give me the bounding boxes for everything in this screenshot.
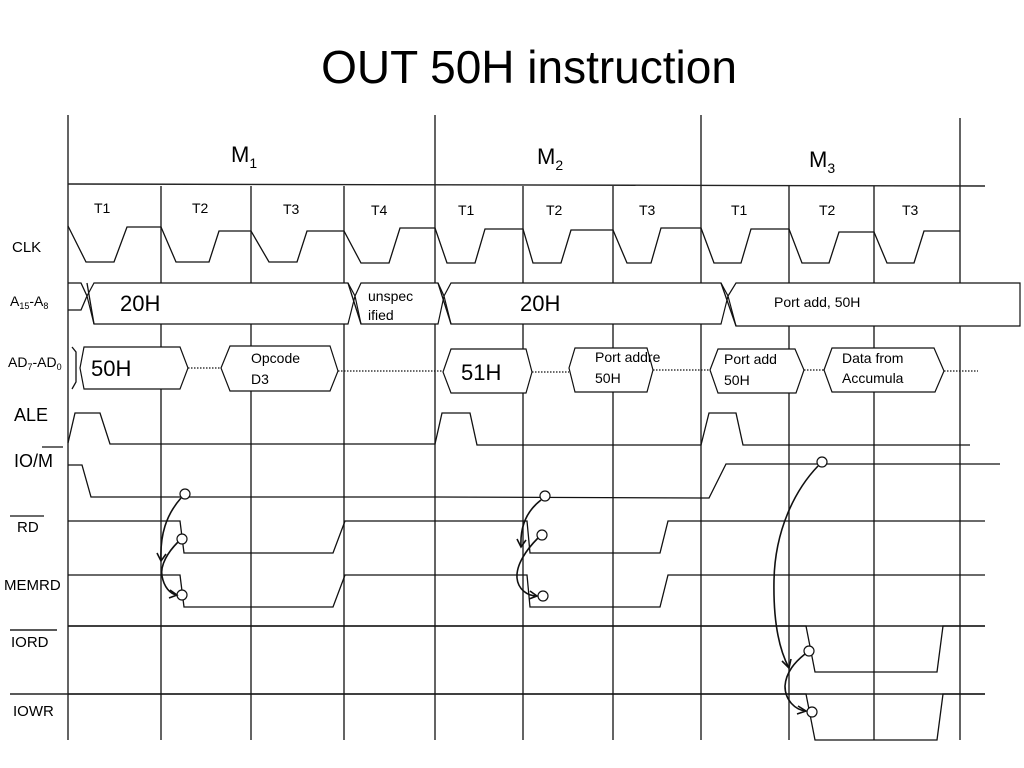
addr-data-prev — [71, 346, 77, 390]
io-m-waveform — [68, 463, 1000, 499]
t-state-label: T3 — [902, 202, 919, 218]
addr-data-value: 50H — [91, 356, 131, 381]
addr-high-cross — [347, 282, 362, 325]
addr-data-value: 50H — [724, 372, 750, 388]
addr-data-value: Opcode — [251, 350, 300, 366]
t-state-label: T2 — [546, 202, 563, 218]
diagram-title: OUT 50H instruction — [321, 41, 737, 93]
causality-arrows-m3 — [773, 456, 828, 718]
arrow-head — [781, 658, 792, 670]
t-state-label: T1 — [458, 202, 475, 218]
event-marker — [179, 488, 191, 500]
addr-high-prev — [68, 282, 88, 311]
signal-label-iord: IORD — [11, 634, 49, 651]
addr-high-bus-segment — [443, 282, 729, 325]
arrow-path — [160, 497, 182, 561]
addr-data-value: 50H — [595, 370, 621, 386]
arrow-head — [516, 538, 527, 549]
signal-label-ale: ALE — [14, 405, 48, 425]
arrow-head — [156, 552, 167, 563]
clk-waveform — [67, 225, 960, 264]
addr-high-bus-segment — [727, 282, 1021, 327]
addr-high-value: 20H — [120, 291, 160, 316]
t-state-label: T1 — [94, 200, 111, 216]
addr-high-value: unspec — [368, 288, 413, 304]
event-marker — [539, 490, 551, 502]
addr-data-value: Data from — [842, 350, 903, 366]
arrow-head — [796, 705, 808, 715]
event-marker — [537, 590, 549, 602]
causality-arrows-m2 — [516, 490, 551, 602]
addr-data-value: 51H — [461, 360, 501, 385]
arrow-head — [168, 589, 179, 599]
rd-waveform — [68, 520, 985, 554]
addr-high-value: ified — [368, 307, 394, 323]
arrow-path — [520, 499, 542, 547]
t-state-label: T3 — [283, 201, 300, 217]
ale-waveform — [67, 412, 970, 446]
iowr-waveform — [68, 693, 985, 741]
arrow-path — [773, 465, 819, 669]
addr-high-bus-segment — [354, 282, 445, 325]
machine-cycle-label-m2: M2 — [537, 144, 563, 173]
arrow-head — [528, 590, 539, 600]
t-state-label: T3 — [639, 202, 656, 218]
addr-data-value: Port add — [724, 351, 777, 367]
grid — [10, 115, 986, 740]
addr-data-bus — [71, 345, 978, 394]
addr-high-cross — [437, 282, 452, 325]
event-marker — [803, 645, 815, 657]
arrow-path — [516, 537, 539, 597]
t-state-label: T4 — [371, 202, 388, 218]
addr-high-value: 20H — [520, 291, 560, 316]
event-marker — [806, 706, 818, 718]
signal-label-rd: RD — [17, 519, 39, 536]
signal-label-iowr: IOWR — [13, 703, 54, 720]
arrow-path — [784, 653, 807, 712]
signal-label-addr-high: A15-A8 — [10, 293, 48, 311]
event-marker — [816, 456, 828, 468]
causality-arrows-m1 — [156, 488, 191, 601]
addr-data-value: Accumula — [842, 370, 904, 386]
signal-label-clk: CLK — [12, 239, 41, 256]
addr-high-cross — [720, 282, 737, 327]
t-state-label: T2 — [192, 200, 209, 216]
event-marker — [176, 533, 188, 545]
arrow-path — [160, 541, 179, 596]
addr-high-bus — [68, 282, 1021, 327]
memrd-waveform — [68, 574, 985, 608]
signal-label-io-m: IO/M — [14, 451, 53, 471]
grid-line-h-top — [67, 183, 986, 187]
event-marker — [536, 529, 548, 541]
addr-data-value: D3 — [251, 371, 269, 387]
machine-cycle-label-m1: M1 — [231, 142, 257, 171]
t-state-label: T1 — [731, 202, 748, 218]
machine-cycle-label-m3: M3 — [809, 147, 835, 176]
iord-waveform — [68, 625, 985, 673]
addr-high-value: Port add, 50H — [774, 294, 860, 310]
signal-label-memrd: MEMRD — [4, 577, 61, 594]
addr-high-cross — [86, 282, 95, 325]
t-state-label: T2 — [819, 202, 836, 218]
signal-label-addr-data: AD7-AD0 — [8, 354, 62, 372]
event-marker — [176, 589, 188, 601]
addr-data-value: Port addre — [595, 349, 661, 365]
